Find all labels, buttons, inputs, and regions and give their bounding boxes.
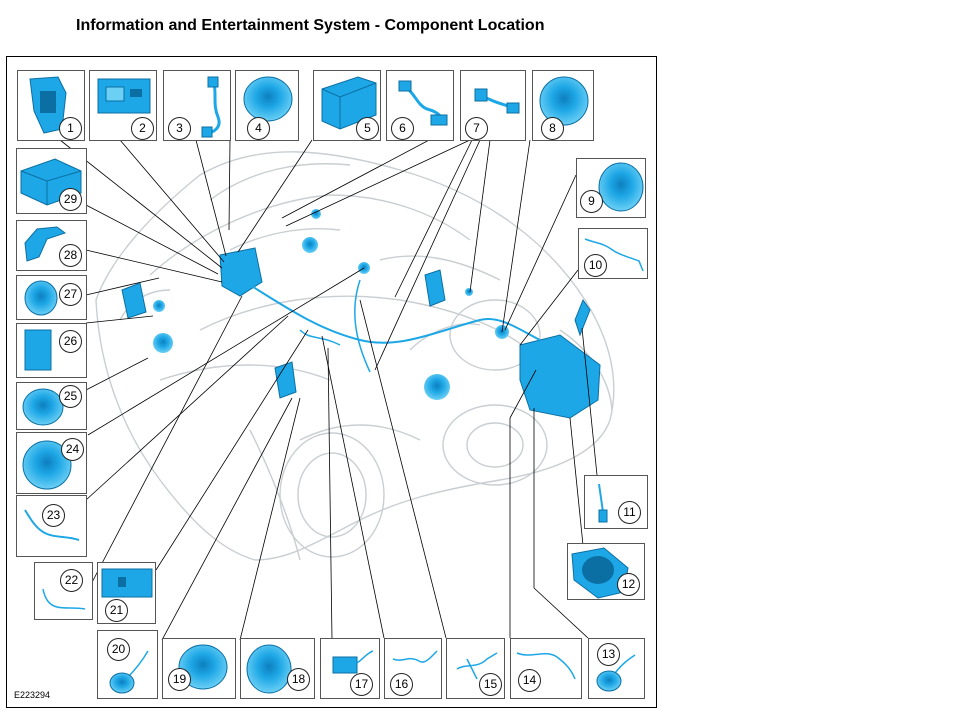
component-number: 14 — [518, 669, 541, 692]
component-number: 6 — [391, 117, 414, 140]
component-box-17: 17 — [320, 638, 380, 699]
component-number: 28 — [59, 244, 82, 267]
diagram-title: Information and Entertainment System - C… — [76, 17, 545, 34]
component-number: 3 — [168, 117, 191, 140]
component-number: 2 — [131, 117, 154, 140]
component-number: 17 — [350, 673, 373, 696]
harness-connector-icon — [398, 80, 448, 126]
component-box-25: 25 — [16, 382, 87, 430]
component-box-5: 5 — [313, 70, 381, 141]
component-box-4: 4 — [235, 70, 299, 141]
ghost-car-body — [95, 151, 615, 561]
speaker-icon — [539, 76, 589, 126]
leader-lines — [59, 129, 598, 641]
component-box-15: 15 — [446, 638, 505, 699]
subwoofer-icon — [571, 547, 629, 599]
component-box-1: 1 — [17, 70, 85, 141]
speaker-icon — [178, 644, 228, 690]
component-box-10: 10 — [578, 228, 648, 279]
component-number: 26 — [59, 330, 82, 353]
component-box-22: 22 — [34, 562, 93, 620]
cable-icon — [392, 650, 438, 663]
microphone-icon — [596, 654, 636, 692]
cable-icon — [516, 652, 576, 680]
component-box-6: 6 — [386, 70, 454, 141]
diagram-frame — [6, 56, 657, 708]
component-number: 22 — [60, 569, 83, 592]
component-number: 20 — [107, 638, 130, 661]
component-box-7: 7 — [460, 70, 526, 141]
component-box-23: 23 — [16, 495, 87, 557]
component-number: 23 — [42, 504, 65, 527]
usb-port-icon — [101, 568, 153, 598]
speaker-icon — [22, 388, 64, 426]
component-box-26: 26 — [16, 323, 87, 378]
component-box-24: 24 — [16, 432, 87, 494]
component-number: 5 — [356, 117, 379, 140]
component-number: 18 — [287, 668, 310, 691]
component-number: 8 — [541, 117, 564, 140]
component-number: 9 — [580, 190, 603, 213]
figure-reference: E223294 — [14, 690, 51, 700]
component-number: 15 — [479, 673, 502, 696]
component-box-21: 21 — [97, 562, 156, 624]
cable-icon — [42, 588, 86, 610]
component-box-28: 28 — [16, 220, 87, 271]
component-number: 16 — [390, 673, 413, 696]
highlighted-components — [121, 209, 601, 419]
component-number: 29 — [59, 188, 82, 211]
component-number: 19 — [168, 668, 191, 691]
component-box-13: 13 — [588, 638, 645, 699]
cable-icon — [24, 509, 80, 541]
module-icon — [332, 650, 374, 674]
component-box-3: 3 — [163, 70, 231, 141]
speaker-icon — [22, 440, 72, 490]
audio-control-unit-icon — [97, 78, 151, 114]
module-icon — [321, 76, 377, 130]
module-icon — [24, 329, 52, 371]
component-number: 4 — [247, 117, 270, 140]
component-box-20: 20 — [97, 630, 158, 699]
component-number: 24 — [61, 438, 84, 461]
bracket-icon — [24, 226, 67, 262]
component-number: 11 — [618, 501, 641, 524]
component-number: 1 — [59, 117, 82, 140]
component-box-11: 11 — [584, 475, 648, 529]
speaker-icon — [243, 76, 293, 122]
component-number: 27 — [59, 283, 82, 306]
component-box-27: 27 — [16, 275, 87, 320]
display-bezel-icon — [29, 76, 67, 134]
speaker-icon — [598, 162, 644, 212]
component-box-18: 18 — [240, 638, 315, 699]
component-box-16: 16 — [384, 638, 442, 699]
component-box-12: 12 — [567, 543, 645, 600]
cable-icon — [456, 652, 498, 680]
component-number: 12 — [617, 573, 640, 596]
component-box-19: 19 — [162, 638, 236, 699]
component-number: 21 — [105, 599, 128, 622]
component-box-8: 8 — [532, 70, 594, 141]
component-box-9: 9 — [576, 158, 646, 218]
component-number: 13 — [597, 643, 620, 666]
harness-connector-icon — [201, 76, 221, 138]
component-box-29: 29 — [16, 148, 87, 214]
harness-connector-icon — [474, 88, 520, 114]
antenna-icon — [598, 483, 608, 523]
component-number: 10 — [584, 254, 607, 277]
cable-icon — [584, 238, 644, 272]
speaker-icon — [246, 644, 292, 694]
component-box-2: 2 — [89, 70, 157, 141]
component-box-14: 14 — [510, 638, 582, 699]
microphone-icon — [109, 650, 149, 694]
component-number: 7 — [465, 117, 488, 140]
component-number: 25 — [59, 385, 82, 408]
tweeter-icon — [24, 280, 58, 316]
